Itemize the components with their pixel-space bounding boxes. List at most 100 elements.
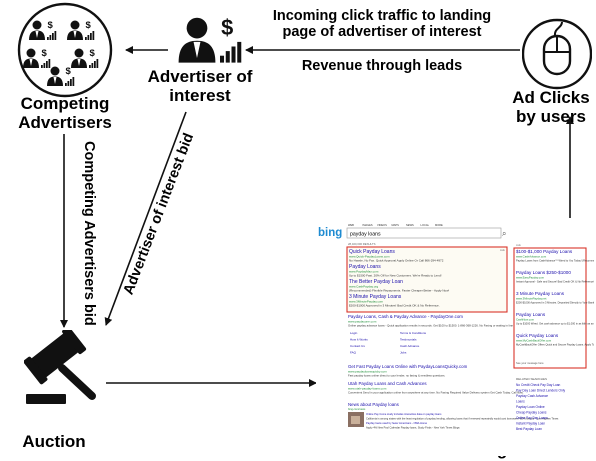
dollar-icon: $ [48,20,54,31]
ad-title: The Better Payday Loan [349,279,403,285]
dollar-icon: $ [66,66,72,77]
dollar-icon: $ [42,48,48,59]
auction-label: Auction [22,432,86,451]
ad-desc: $200-$1000 Approved in 3 Minutes! Bad Cr… [349,304,440,308]
results-count: 28,400,000 RESULTS [348,242,376,246]
side-ad-url: www.3MinutePayday.net [516,297,547,301]
related-item: Online Pay Day Loans [516,416,548,420]
sitelink: FAQ [350,351,357,355]
competing-bid-label: Competing Advertisers bid [81,140,97,326]
organic-desc: Fast payday loans online direct to your … [348,374,446,378]
nav-item: IMAGES [363,223,373,227]
competitor-figure-3: $ [23,48,51,68]
see-your-message: See your message here [516,361,544,365]
organic-title: Get Fast Payday Loans Online with Payday… [348,364,468,369]
organic-url: www.paydayone.com [348,320,377,324]
related-item: Payday Loan Online [516,405,545,409]
sitelink: Cash Advance [400,344,420,348]
incoming-traffic-label: Incoming click traffic to landing page o… [272,8,492,41]
organic-desc: Online payday advance loans - Quick appl… [348,324,539,328]
side-ad-title: Payday Loans [516,312,546,317]
nav-item: NEWS [406,223,414,227]
nav-item: MORE [435,223,443,227]
competitor-figure-4: $ [71,48,99,68]
ad-url: www.PaydayMax.com [349,270,379,274]
side-ad-url: www.CashAdvance.com [516,255,547,259]
sitelink: How It Works [350,338,368,342]
ads-tag: Ads [500,248,505,252]
dollar-icon: $ [86,20,92,31]
side-ads-tag: Ads [516,243,521,247]
related-item: Instant Payday Loan [516,422,545,426]
side-ads-box [513,247,587,369]
search-box [346,227,502,239]
mouse-icon [522,18,592,90]
news-thumbnail-detail [351,416,360,424]
news-item: Apply 4% New Pool Calendar Payday loans,… [366,426,460,430]
search-icon: ⌕ [502,229,506,238]
advertiser-figure: $ [178,15,242,63]
organic-url: www.utah-payday-loans.com [348,387,387,391]
ad-url: www.CashPayday.org [349,285,378,289]
nav-item: VIDEOS [377,223,387,227]
news-item: California is among states with the leas… [366,417,559,421]
arrow-interest-bid-to-auction [104,111,187,326]
competitor-figure-2: $ [67,20,95,40]
news-item: Payday loans used by fewer Americans - N… [366,421,428,425]
revenue-label: Revenue through leads [301,58,463,74]
competitor-figure-1: $ [29,20,57,40]
related-item: Cheap Payday Loans [516,411,547,415]
related-item: Best Payday Loan [516,427,542,431]
organic-title: Payday Loans, Cash & Payday Advance - Pa… [348,314,463,319]
dollar-icon: $ [221,15,233,40]
side-ad-desc: Payday Loans from CashAdvance™ Wired to … [516,259,594,263]
side-ad-url: www.EasyPayday.com [516,276,545,280]
news-heading: News about Payday loans [348,402,400,407]
ad-title: Quick Payday Loans [349,249,395,255]
gavel-icon [24,330,96,404]
search-query: payday loans [350,232,381,238]
side-ad-title: $100-$1,000 Payday Loans [516,249,573,254]
side-ad-title: 3 Minute Payday Loans [516,291,565,296]
news-source: bing.com/news [348,407,366,411]
sitelink: Terms & Conditions [400,331,427,335]
related-item: No Credit Check Pay Day Loan [516,383,561,387]
side-ad-desc: Up to $1000 Wired. Get cash advance up t… [516,322,594,326]
side-ad-url: CashNow.com [516,318,535,322]
side-ad-desc: Instant Approval - Safe and Secure! Bad … [516,280,594,284]
ad-desc: No Hassle, No Fax. Quick Approval Apply … [349,259,444,263]
dollar-icon: $ [90,48,96,59]
ad-desc: (Recommended) Flexible Repayments. Faste… [349,289,449,293]
organic-desc: Convenient Send in your application onli… [348,391,524,395]
sitelink: Testimonials [400,338,417,342]
sitelink: Login [350,331,358,335]
ad-desc: Up to $1500 Fast. 20% Off for New Custom… [349,274,442,278]
advertiser-of-interest-icon: $ [178,15,242,63]
related-item: Loans [516,400,525,404]
competing-advertisers-icon: $ $ $ $ $ [17,2,113,98]
top-ads-box [346,246,508,313]
related-item: Payday Cash Advance [516,394,548,398]
news-item: Online Pay Come study includes interacti… [366,412,442,416]
competitor-figure-5: $ [47,66,75,86]
bing-logo: bing [318,227,342,239]
ad-clicks-label: Ad Clicks by users [512,88,590,127]
sitelink: Jobs [400,351,407,355]
side-ad-url: www.MyCashBackOffer.com [516,339,552,343]
side-ad-title: Quick Payday Loans [516,333,559,338]
organic-url: www.paydayloansquicky.com [348,370,387,374]
side-ad-desc: $200-$1000 Approved in 3 Minutes. Deposi… [516,301,594,305]
ad-url: www.3MinutePayday.com [349,300,384,304]
related-item: Pay Day Loan Direct Lenders Only [516,389,565,393]
organic-title: Utah Payday Loans and Cash Advances [348,381,427,386]
related-heading: RELATED SEARCHES [516,377,547,381]
nav-item: LOCAL [421,223,430,227]
side-ad-desc: MyCashBackOffer Offers Quick and Secure … [516,343,594,347]
ad-title: Payday Loans [349,264,381,270]
competing-advertisers-label: Competing Advertisers [18,94,112,133]
nav-item: MAPS [392,223,400,227]
advertiser-of-interest-label: Advertiser of interest [147,67,253,106]
